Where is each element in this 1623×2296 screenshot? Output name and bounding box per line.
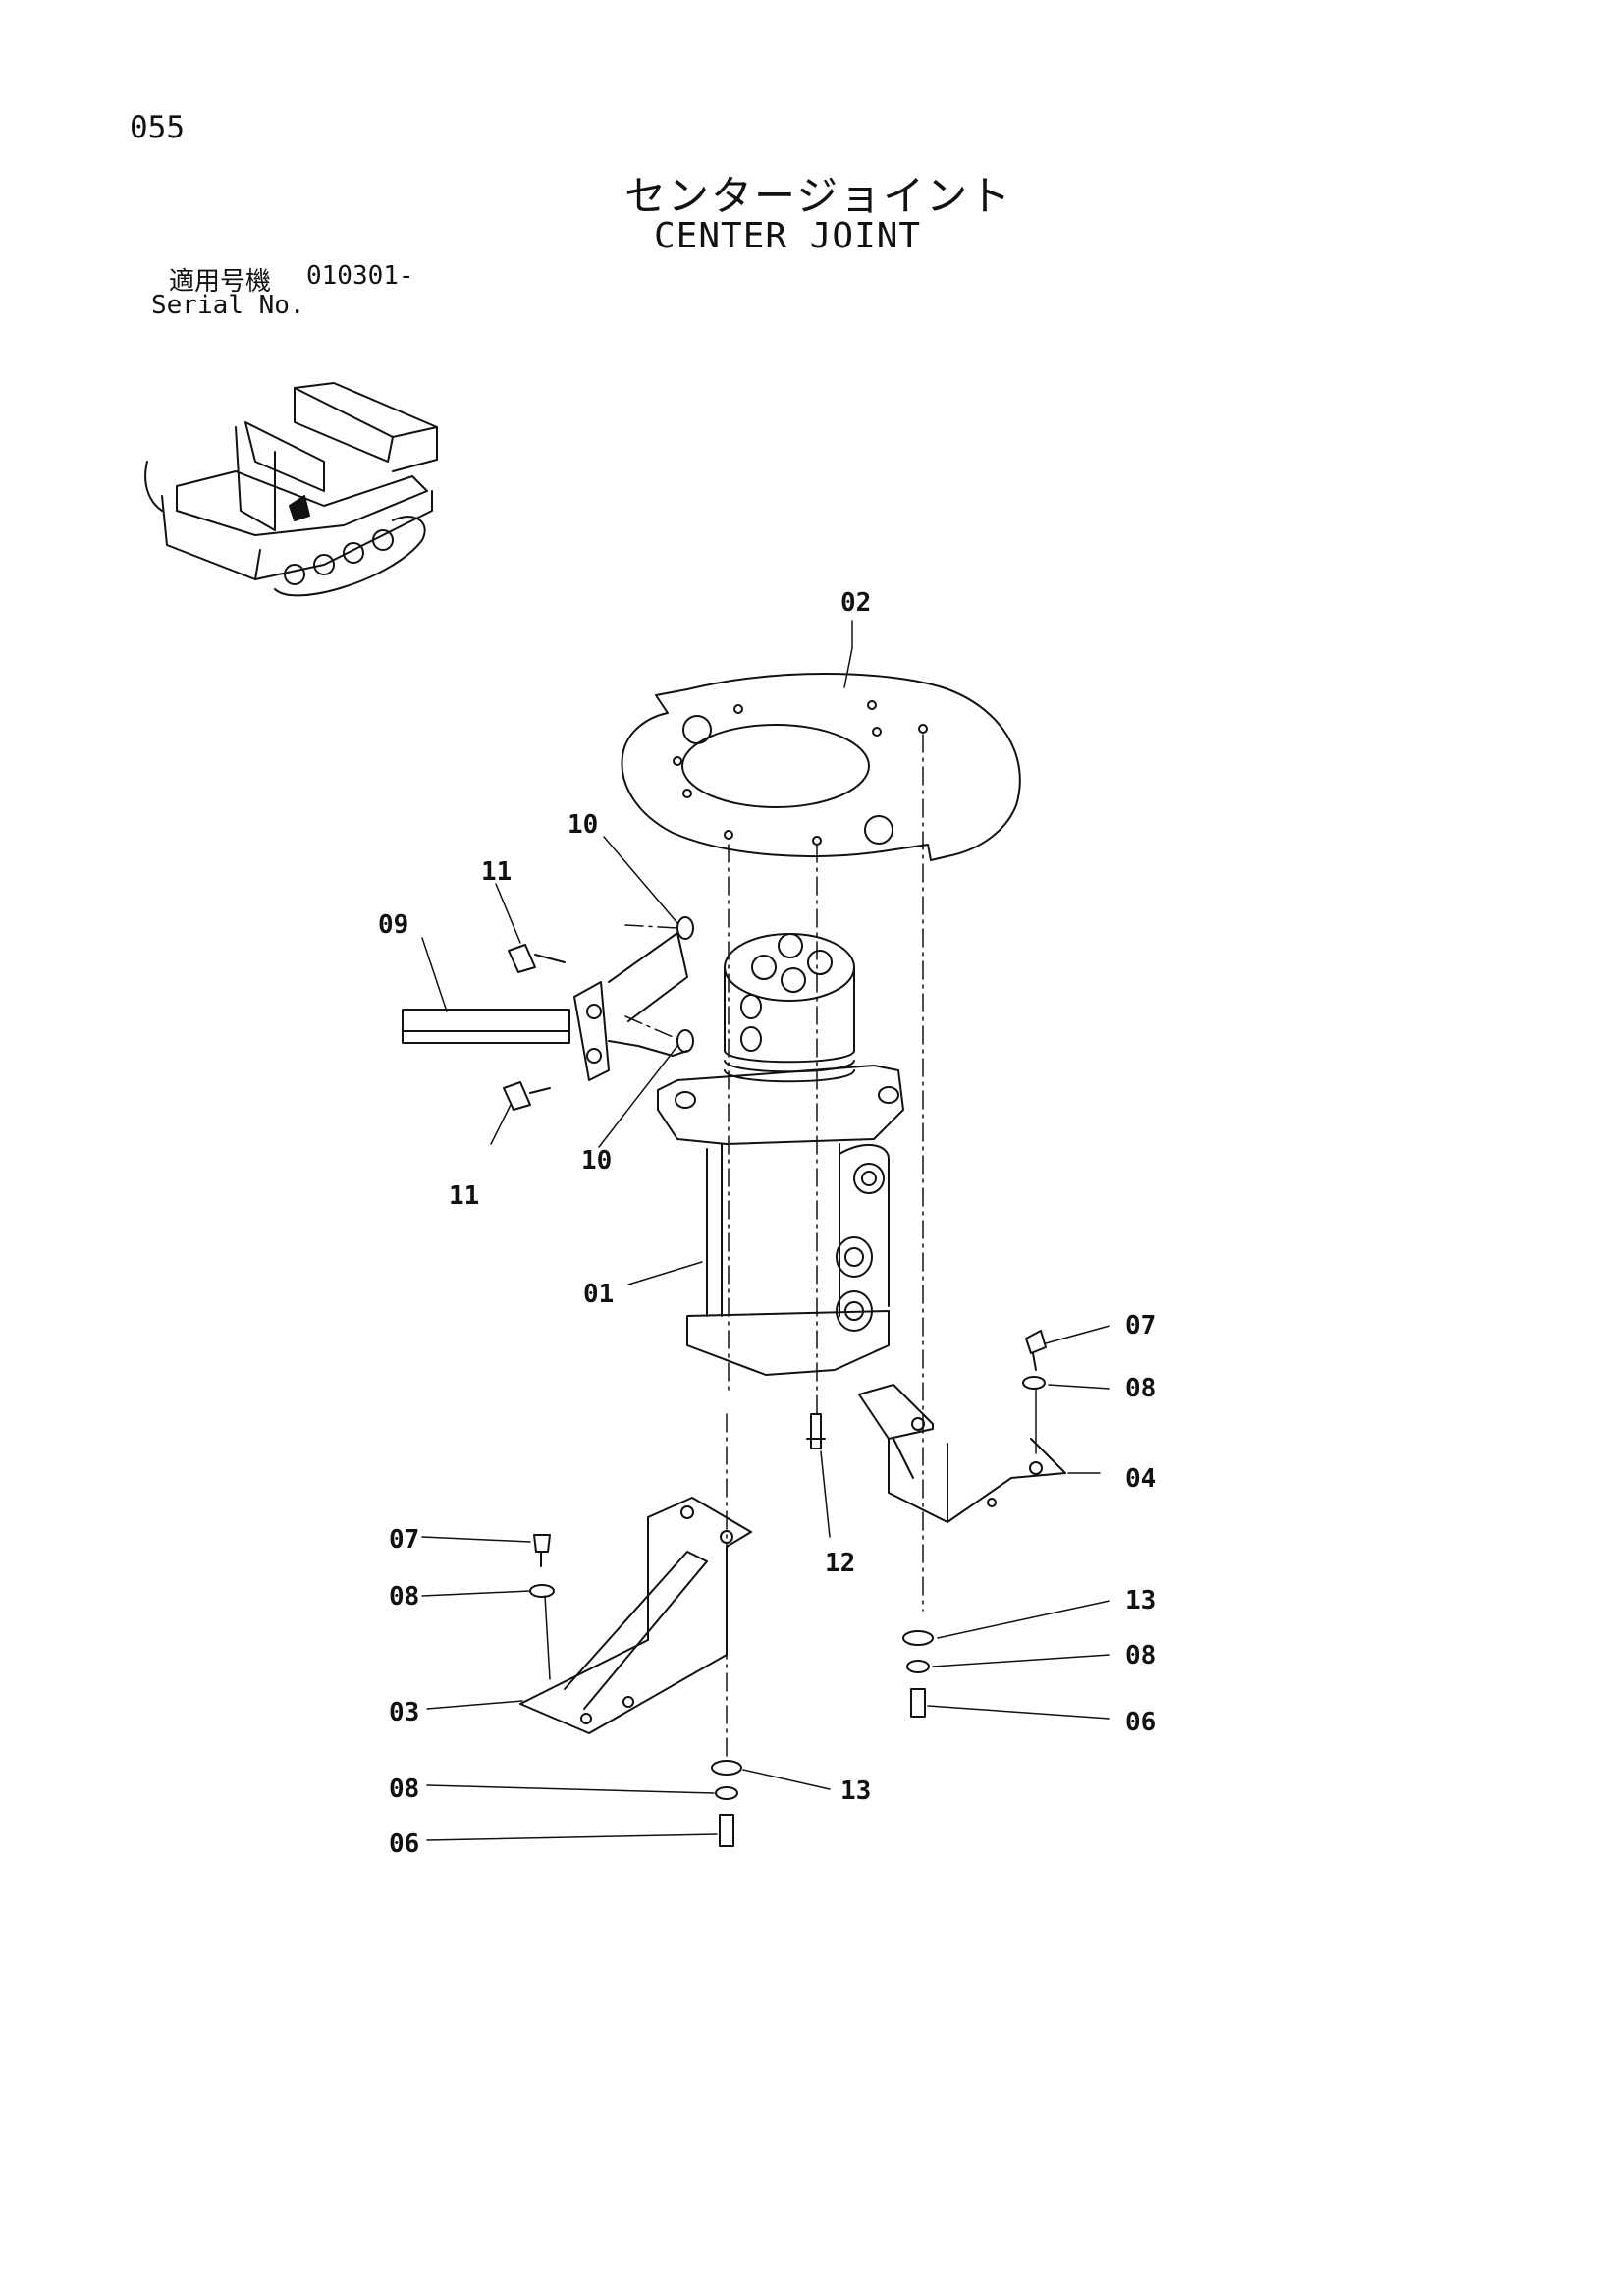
alignment-lines (624, 734, 924, 1759)
callout-03: 03 (389, 1698, 419, 1727)
callout-10-lower: 10 (581, 1146, 612, 1175)
machine-overview-image (144, 382, 438, 597)
leader-lines (421, 620, 1110, 1841)
page-title-japanese: センタージョイント (624, 172, 1013, 220)
callout-08-right: 08 (1125, 1374, 1156, 1403)
part-09-bar (402, 932, 688, 1081)
callout-11-upper: 11 (481, 857, 512, 887)
callout-12: 12 (825, 1549, 855, 1578)
page-number: 055 (130, 110, 185, 145)
hardware-fasteners (529, 1330, 1047, 1847)
callout-08-right-lower: 08 (1125, 1641, 1156, 1670)
callout-07-left: 07 (389, 1525, 419, 1555)
callout-06-left: 06 (389, 1830, 419, 1859)
callout-09: 09 (378, 910, 408, 940)
part-11-bolts (503, 944, 566, 1111)
part-10-washers (676, 916, 694, 1053)
part-04-bracket (858, 1384, 1066, 1523)
callout-07-right: 07 (1125, 1311, 1156, 1340)
part-01-center-joint (657, 933, 904, 1376)
serial-label-english: Serial No. (151, 291, 305, 320)
serial-label-japanese: 適用号機 (169, 267, 272, 297)
callout-01: 01 (583, 1280, 614, 1309)
callout-04: 04 (1125, 1464, 1156, 1494)
callout-11-lower: 11 (449, 1181, 479, 1211)
callout-13-left: 13 (840, 1777, 871, 1806)
callout-10-upper: 10 (568, 810, 598, 840)
callout-08-left-lower: 08 (389, 1775, 419, 1804)
callout-13-right: 13 (1125, 1586, 1156, 1615)
callout-06-right: 06 (1125, 1708, 1156, 1737)
callout-08-left: 08 (389, 1582, 419, 1612)
callout-02: 02 (840, 588, 871, 618)
part-02-plate (621, 673, 1021, 861)
serial-number-value: 010301- (306, 261, 414, 291)
part-03-bracket (519, 1497, 752, 1734)
page-title-english: CENTER JOINT (654, 216, 922, 256)
